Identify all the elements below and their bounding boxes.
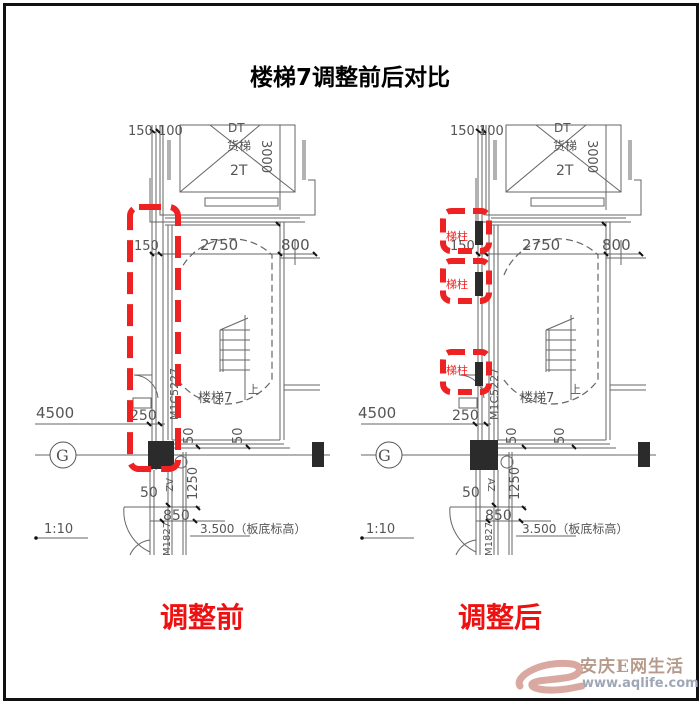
before-elevator-dim: 3000 <box>258 140 273 173</box>
after-door-code2: M1827 <box>484 522 495 556</box>
after-elev-level: 3.500（板底标高） <box>522 521 628 536</box>
after-stair-name: 楼梯7 <box>520 391 554 406</box>
before-fire-mark: AZ <box>163 478 174 492</box>
before-elevator-capacity: 2T <box>230 163 248 179</box>
after-dim-850: 850 <box>485 508 512 524</box>
watermark-logo-icon <box>515 659 586 694</box>
after-dim-1250: 1250 <box>508 467 523 500</box>
panel-before-plan: 150 100 DT 货梯 2T 3000 150 2750 800 楼梯7 上… <box>33 121 331 556</box>
before-dim-850: 850 <box>163 508 190 524</box>
after-axis-label: G <box>378 446 391 465</box>
before-dim-top-mid: 100 <box>158 124 183 139</box>
after-highlight-box-2 <box>440 258 492 304</box>
watermark-name: 安庆E网生活 <box>580 657 684 677</box>
after-highlight-box-1 <box>440 208 492 254</box>
after-column <box>470 440 498 470</box>
after-door-code: M1C5227 <box>488 368 501 420</box>
after-dim-2750: 2750 <box>522 236 560 254</box>
before-elevator-code: DT <box>228 121 245 135</box>
before-column <box>148 441 174 469</box>
caption-before: 调整前 <box>160 601 245 634</box>
after-fire-mark: AZ <box>485 478 496 492</box>
before-dim-250: 250 <box>130 408 157 424</box>
after-dim-250: 250 <box>452 408 479 424</box>
before-dim-800: 800 <box>281 236 310 254</box>
before-elev-level: 3.500（板底标高） <box>200 521 306 536</box>
after-highlight-label-3: 梯柱 <box>446 363 468 377</box>
after-scale: 1:10 <box>366 522 395 537</box>
after-dim-top-mid: 100 <box>479 124 504 139</box>
after-elevator-capacity: 2T <box>556 163 574 179</box>
slide-frame <box>3 3 699 701</box>
before-plan-lines <box>33 124 331 556</box>
before-door-code2: M1827 <box>162 522 173 556</box>
after-stair-column-2 <box>475 272 483 296</box>
before-highlight-box <box>127 204 181 472</box>
after-stair-up: 上 <box>570 383 581 396</box>
after-dim-50a: 50 <box>505 427 520 444</box>
after-highlight-label-1: 梯柱 <box>446 229 468 243</box>
after-highlight-label-2: 梯柱 <box>446 277 468 291</box>
before-axis-label: G <box>56 446 69 465</box>
after-dim-50c: 50 <box>462 485 480 501</box>
before-dim-50b: 50 <box>231 427 246 444</box>
before-stair-up: 上 <box>248 383 259 396</box>
before-stair-name: 楼梯7 <box>198 391 232 406</box>
after-highlight-box-3 <box>440 349 492 395</box>
before-dim-50a: 50 <box>182 427 197 444</box>
before-dim-top-left: 150 <box>128 124 153 139</box>
watermark-url: www.aqlife.com <box>582 676 699 691</box>
after-dim-800: 800 <box>602 236 631 254</box>
before-dim-50c: 50 <box>140 485 158 501</box>
before-dim-4500: 4500 <box>36 404 74 422</box>
after-dim-top-left: 150 <box>450 124 475 139</box>
panel-after-plan: 150 100 DT 货梯 2T 3000 150 2750 800 楼梯7 上… <box>358 121 657 556</box>
slide-title: 楼梯7调整前后对比 <box>249 65 450 91</box>
before-elevator-name: 货梯 <box>227 138 251 153</box>
after-elevator-dim: 3000 <box>584 140 599 173</box>
before-dim-150: 150 <box>134 239 159 254</box>
before-dim-2750: 2750 <box>200 236 238 254</box>
after-elevator-name: 货梯 <box>553 138 577 153</box>
after-elevator-code: DT <box>554 121 571 135</box>
before-dim-1250: 1250 <box>186 467 201 500</box>
before-scale: 1:10 <box>44 522 73 537</box>
after-dim-50b: 50 <box>553 427 568 444</box>
caption-after: 调整后 <box>458 601 543 634</box>
after-stair-column-1 <box>475 221 483 245</box>
after-stair-column-3 <box>475 362 483 386</box>
after-dim-4500: 4500 <box>358 404 396 422</box>
